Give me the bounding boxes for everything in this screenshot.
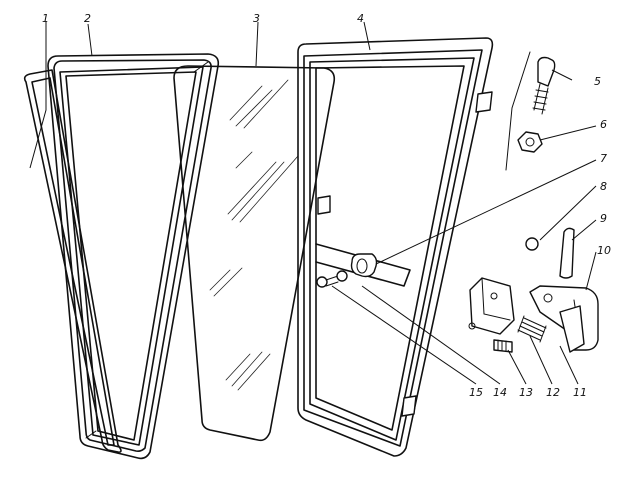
part-8-ball [525, 237, 539, 251]
leader-lines [29, 21, 597, 385]
callout-14: 14 [493, 386, 507, 399]
part-1-seal [23, 69, 122, 453]
callout-5: 5 [594, 75, 601, 88]
callout-7: 7 [600, 152, 607, 165]
callout-13: 13 [519, 386, 533, 399]
callout-4: 4 [357, 12, 364, 25]
callout-9: 9 [600, 212, 607, 225]
part-4-door-frame [297, 37, 494, 457]
callout-15: 15 [469, 386, 483, 399]
part-7-bushing [350, 253, 378, 278]
part-6-nut [517, 131, 543, 153]
part-12-spring [517, 315, 547, 343]
callout-11: 11 [573, 386, 587, 399]
part-9-pin [559, 227, 575, 279]
callout-2: 2 [84, 12, 91, 25]
callout-8: 8 [600, 180, 607, 193]
part-3-glass-pane [173, 65, 336, 442]
callout-3: 3 [253, 12, 260, 25]
part-13-screw [493, 339, 513, 353]
part-5-screw [532, 56, 556, 115]
callout-6: 6 [600, 118, 607, 131]
callout-12: 12 [546, 386, 560, 399]
part-14-bracket-block [468, 277, 515, 335]
part-11-hinge-body [559, 305, 585, 353]
callout-1: 1 [42, 12, 49, 25]
callout-10: 10 [597, 244, 611, 257]
callout-numbers: 1 2 3 4 5 6 7 8 9 10 11 12 13 14 15 [42, 12, 611, 399]
part-15-screw [316, 270, 348, 288]
part-2-channel-frame [47, 53, 220, 460]
group-bracket [505, 51, 531, 171]
